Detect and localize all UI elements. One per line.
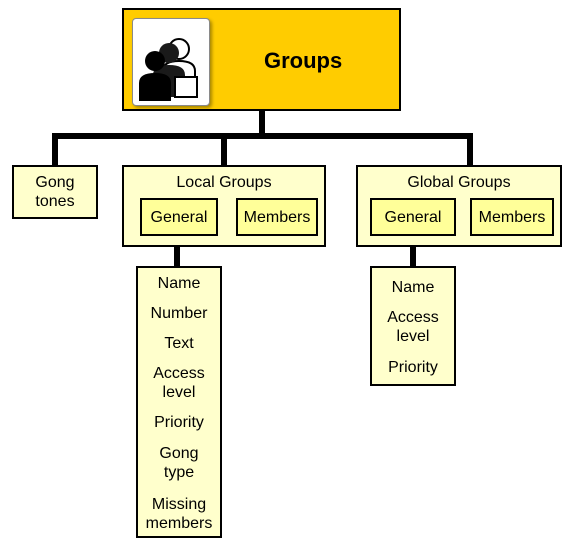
people-group-icon	[132, 18, 210, 106]
list-item-missing-members: Missing members	[145, 496, 213, 532]
list-item-number: Number	[150, 305, 208, 322]
groups-title-box: Groups	[122, 8, 401, 111]
local-general-tab[interactable]: General	[140, 198, 218, 236]
list-item-priority: Priority	[388, 359, 438, 376]
local-general-list: Name Number Text Access level Priority G…	[136, 266, 222, 538]
list-item-access-level: Access level	[387, 309, 439, 345]
global-general-tab[interactable]: General	[370, 198, 456, 236]
local-groups-title: Local Groups	[176, 174, 272, 191]
groups-title: Groups	[264, 48, 343, 73]
list-item-name: Name	[157, 275, 201, 292]
gong-tones-box: Gong tones	[12, 165, 98, 219]
list-item-text: Text	[164, 335, 194, 352]
local-members-tab[interactable]: Members	[236, 198, 318, 236]
global-groups-panel: Global Groups General Members	[356, 165, 562, 247]
local-groups-panel: Local Groups General Members	[122, 165, 326, 247]
global-groups-title: Global Groups	[407, 174, 511, 191]
list-item-gong-type: Gong type	[159, 445, 199, 481]
list-item-access-level: Access level	[153, 365, 205, 401]
global-general-list: Name Access level Priority	[370, 266, 456, 386]
list-item-priority: Priority	[154, 414, 204, 431]
list-item-name: Name	[391, 279, 435, 296]
global-members-tab[interactable]: Members	[470, 198, 554, 236]
gong-tones-label: Gong tones	[35, 174, 75, 210]
